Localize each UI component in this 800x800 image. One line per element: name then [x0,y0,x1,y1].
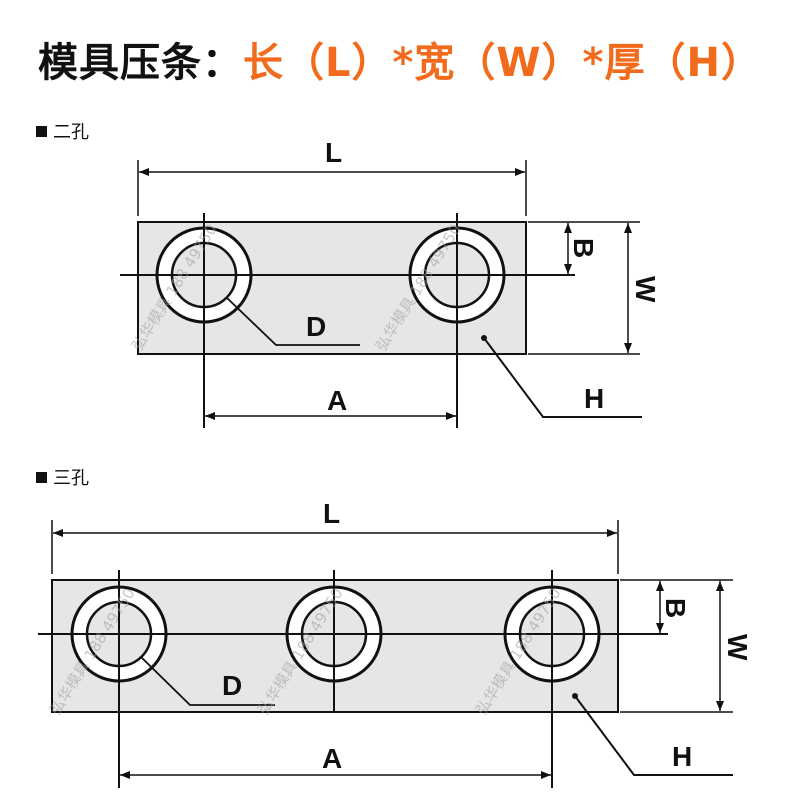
dim-label-W: W [722,634,753,661]
bullet-square-icon [36,126,47,137]
leader-line-H [574,695,733,776]
dim-label-D: D [222,670,242,701]
page-title: 模具压条：长（L）*宽（W）*厚（H） [0,30,800,88]
dim-label-D: D [306,311,326,342]
section-label-text: 二孔 [53,122,89,143]
dim-label-B: B [568,238,599,258]
two-hole-drawing [120,160,642,428]
title-prefix: 模具压条： [38,40,244,86]
section-label-three-hole: 三孔 [36,464,89,490]
three-hole-drawing [38,520,733,788]
leader-line-H [483,337,642,418]
dim-label-H: H [584,383,604,414]
leader-line-D [140,656,275,706]
dim-label-L: L [323,498,340,529]
dim-label-A: A [322,743,342,774]
section-label-two-hole: 二孔 [36,118,89,144]
dim-label-B: B [660,598,691,618]
section-label-text: 三孔 [53,468,89,489]
dim-label-H: H [672,741,692,772]
dim-label-W: W [630,276,661,303]
leader-line-D [225,296,360,346]
dim-label-L: L [325,137,342,168]
title-formula: 长（L）*宽（W）*厚（H） [243,40,762,86]
bullet-square-icon [36,472,47,483]
dim-label-A: A [327,385,347,416]
